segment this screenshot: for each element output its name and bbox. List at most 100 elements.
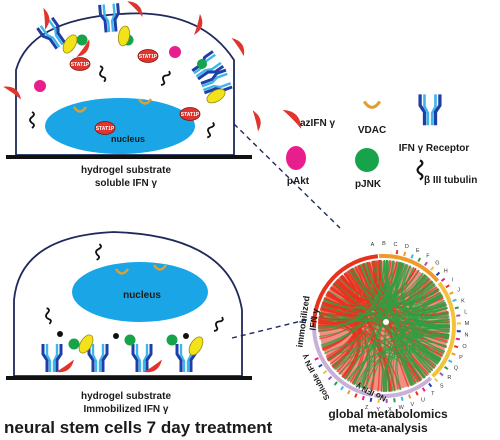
pjnk-icon: [166, 334, 178, 346]
bottom-cell: nucleus hydrogel substrate Immobilized I…: [6, 231, 252, 415]
svg-text:STAT1P: STAT1P: [71, 62, 90, 68]
azifn-icon: [249, 110, 263, 132]
ring-letter: D: [405, 244, 409, 250]
chord: [320, 303, 447, 317]
ring-letter: V: [411, 402, 415, 408]
legend-pjnk-icon: [355, 148, 379, 172]
stat1p-icon: STAT1P: [179, 107, 201, 121]
ring-tick: [423, 261, 428, 267]
ring-tick: [443, 365, 449, 370]
chord: [318, 262, 402, 329]
ring-tick: [346, 389, 351, 395]
ring-letter: N: [465, 333, 469, 339]
azifn-icon: [231, 36, 246, 58]
ring-segment: [378, 254, 440, 283]
svg-text:STAT1P: STAT1P: [181, 112, 200, 118]
circos-label-ifn: IFN γ: [308, 308, 321, 331]
chord: [387, 317, 450, 392]
legend: azIFN γ VDAC IFN γ Receptor pAkt pJNK β …: [282, 92, 477, 190]
ring-letter: R: [447, 375, 451, 381]
ring-tick: [445, 284, 450, 289]
ring-tick: [408, 394, 412, 399]
chord: [383, 294, 443, 393]
ring-tick: [369, 397, 373, 403]
ring-letter: P: [459, 355, 463, 361]
top-treatment-label: soluble IFN γ: [95, 178, 158, 189]
ring-tick: [428, 382, 433, 388]
ring-segment: [312, 328, 373, 397]
ring-letter: W: [399, 405, 405, 411]
ring-segment: [373, 376, 433, 398]
ring-letter: B: [382, 241, 386, 247]
ring-tick: [410, 254, 414, 259]
azifn-icon: [36, 7, 54, 31]
ring-letter: E: [416, 248, 420, 254]
circos-caption-2: meta-analysis: [348, 421, 428, 435]
ring-letter: A: [371, 242, 375, 248]
chord-center: [383, 319, 389, 325]
chord: [401, 264, 450, 332]
svg-text:STAT1P: STAT1P: [96, 126, 115, 132]
legend-pakt-label: pAkt: [287, 176, 310, 187]
ring-tick: [403, 251, 407, 257]
pjnk-icon: [197, 59, 207, 69]
bottom-treatment-label: Immobilized IFN γ: [83, 404, 168, 415]
chord: [331, 335, 449, 367]
ring-tick: [454, 306, 459, 310]
legend-pakt-icon: [286, 146, 306, 170]
chord: [402, 265, 451, 326]
ring-tick: [417, 257, 422, 263]
phospho-dot: [57, 331, 63, 337]
ring-letter: X: [388, 407, 392, 413]
chord: [408, 277, 442, 359]
top-substrate-label: hydrogel substrate: [81, 165, 171, 176]
ring-letter: U: [421, 397, 425, 403]
ring-letter: K: [461, 298, 465, 304]
legend-vdac-icon: [362, 99, 382, 109]
chord: [391, 260, 450, 331]
pakt-icon: [169, 46, 181, 58]
bottom-nucleus: [72, 262, 208, 322]
chord: [386, 260, 450, 337]
ring-segment: [312, 254, 379, 327]
circos-chords: [317, 259, 451, 393]
legend-tubulin-label: β III tubulin: [424, 175, 477, 186]
ring-letter: H: [444, 268, 448, 274]
ring-letter: Y: [376, 407, 380, 413]
legend-tubulin-icon: [416, 159, 424, 181]
circos-ring: [312, 249, 461, 403]
chord: [374, 260, 420, 297]
chord: [395, 262, 415, 297]
ring-tick: [361, 395, 365, 401]
ring-tick: [421, 387, 426, 392]
ring-letter: F: [426, 254, 430, 260]
stat1p-icon: STAT1P: [94, 121, 116, 135]
ring-letter: J: [457, 288, 460, 294]
pjnk-icon: [124, 334, 136, 346]
ring-letter: S: [440, 384, 444, 390]
bottom-nucleus-label: nucleus: [123, 290, 161, 301]
chord: [347, 348, 437, 382]
top-cell: nucleus hydrogel substrate soluble IFN γ…: [3, 0, 263, 189]
pjnk-icon: [68, 338, 80, 350]
ring-letter: O: [462, 344, 467, 350]
ring-letter: C: [394, 242, 398, 248]
chord: [390, 355, 419, 392]
stat1p-icon: STAT1P: [69, 57, 91, 71]
ring-tick: [430, 266, 435, 271]
ring-letter: L: [464, 310, 467, 316]
chord: [411, 319, 450, 372]
ring-letter: Q: [454, 366, 459, 372]
legend-pjnk-label: pJNK: [355, 179, 382, 190]
circos-caption-1: global metabolomics: [328, 407, 448, 421]
chord: [383, 259, 436, 369]
legend-receptor-label: IFN γ Receptor: [399, 143, 470, 154]
chord: [364, 262, 439, 303]
ring-tick: [395, 249, 399, 255]
main-title: neural stem cells 7 day treatment: [4, 418, 273, 437]
ring-tick: [415, 391, 419, 396]
